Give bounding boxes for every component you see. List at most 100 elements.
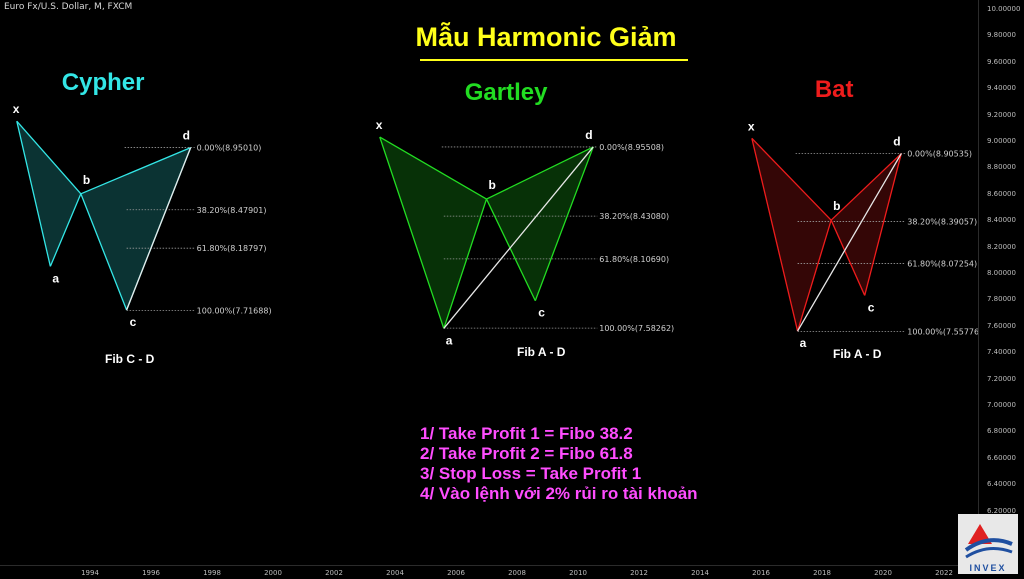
rule-3: 3/ Stop Loss = Take Profit 1	[420, 464, 642, 483]
rule-4: 4/ Vào lệnh với 2% rủi ro tài khoản	[420, 484, 698, 503]
bat-leg-xb	[751, 137, 832, 221]
gartley-point-b: b	[489, 178, 496, 192]
gartley-fib-label: 61.80%(8.10690)	[599, 255, 669, 264]
trading-rules: 1/ Take Profit 1 = Fibo 38.2 2/ Take Pro…	[420, 424, 698, 504]
bat-point-a: a	[800, 336, 807, 350]
cypher-fib-label: 38.20%(8.47901)	[197, 206, 267, 215]
cypher-point-c: c	[130, 315, 137, 329]
fib-note-bat: Fib A - D	[833, 347, 882, 361]
cypher-leg-bd	[80, 147, 191, 195]
time-tick: 1996	[142, 569, 160, 577]
price-tick: 7.60000	[987, 321, 1016, 330]
gartley-leg-bd	[486, 146, 594, 200]
cypher-fib-label: 100.00%(7.71688)	[197, 306, 272, 315]
bat-fib-label: 100.00%(7.55776)	[907, 327, 978, 336]
price-tick: 9.40000	[987, 84, 1016, 93]
gartley-fib-label: 0.00%(8.95508)	[599, 143, 664, 152]
logo-mark-icon	[964, 524, 1013, 559]
time-tick: 2004	[386, 569, 404, 577]
cypher-fib-label: 0.00%(8.95010)	[197, 144, 262, 153]
gartley-leg-xb	[379, 136, 487, 200]
gartley-point-x: x	[376, 118, 383, 132]
gartley-leg-cd	[534, 146, 594, 301]
price-tick: 9.20000	[987, 110, 1016, 119]
gartley-triangle-bcd	[486, 146, 594, 301]
price-tick: 10.00000	[987, 5, 1021, 13]
price-axis[interactable]: 10.00000 9.80000 9.60000 9.40000 9.20000 9.00…	[978, 0, 1024, 565]
bat-point-b: b	[833, 199, 840, 213]
price-tick: 8.40000	[987, 216, 1016, 225]
bat-fib-label: 38.20%(8.39057)	[907, 217, 977, 226]
gartley-triangle-xab	[379, 137, 487, 329]
time-tick: 2016	[752, 569, 770, 577]
time-tick: 2008	[508, 569, 526, 577]
price-tick: 7.00000	[987, 401, 1016, 409]
cypher-point-x: x	[13, 102, 20, 116]
bat-triangle-bcd	[831, 153, 902, 296]
time-tick: 2012	[630, 569, 648, 577]
logo-text: INVEX	[969, 563, 1007, 573]
pattern-name-gartley: Gartley	[464, 79, 548, 106]
bat-fib-label: 61.80%(8.07254)	[907, 259, 977, 268]
time-tick: 2020	[874, 569, 892, 577]
price-tick: 8.80000	[987, 163, 1016, 172]
bat-fib-label: 0.00%(8.90535)	[907, 149, 972, 158]
cypher-triangle-xab	[16, 121, 81, 267]
time-tick: 1994	[81, 569, 99, 577]
price-tick: 6.60000	[987, 453, 1016, 462]
harmonic-charts[interactable]: 0.00%(8.95010) 38.20%(8.47901) 61.80%(8.18…	[0, 0, 978, 565]
gartley-fib-label: 38.20%(8.43080)	[599, 212, 669, 221]
bat-point-d: d	[893, 135, 900, 149]
symbol-label: Euro Fx/U.S. Dollar, M, FXCM	[4, 2, 133, 12]
pattern-name-bat: Bat	[814, 76, 854, 103]
bat-fib-anchor-line	[797, 153, 902, 332]
price-tick: 7.20000	[987, 374, 1016, 383]
pattern-name-cypher: Cypher	[61, 69, 145, 96]
bat-point-c: c	[868, 300, 875, 314]
rule-2: 2/ Take Profit 2 = Fibo 61.8	[420, 444, 633, 463]
time-tick: 2010	[569, 569, 587, 577]
cypher-point-b: b	[83, 173, 90, 187]
cypher-fib-label: 61.80%(8.18797)	[197, 244, 267, 253]
price-tick: 6.20000	[987, 506, 1016, 515]
bat-leg-cd	[864, 153, 902, 296]
invex-logo: INVEX	[958, 514, 1018, 574]
price-tick: 6.80000	[987, 427, 1016, 436]
fib-note-gartley: Fib A - D	[517, 345, 566, 359]
cypher-triangle-bcd	[80, 147, 191, 310]
price-tick: 9.80000	[987, 31, 1016, 40]
price-tick: 8.20000	[987, 242, 1016, 251]
gartley-leg-bc	[485, 198, 536, 302]
gartley-point-d: d	[585, 128, 592, 142]
cypher-leg-bc	[80, 193, 128, 311]
cypher-leg-ab	[49, 193, 82, 267]
price-tick: 9.00000	[987, 137, 1016, 145]
gartley-leg-xa	[379, 136, 445, 329]
time-tick: 2000	[264, 569, 282, 577]
time-tick: 2022	[935, 569, 953, 577]
price-tick: 7.40000	[987, 348, 1016, 357]
price-tick: 8.00000	[987, 269, 1016, 277]
gartley-leg-ab	[443, 198, 488, 329]
price-tick: 8.60000	[987, 189, 1016, 198]
time-tick: 2014	[691, 569, 709, 577]
cypher-point-d: d	[183, 129, 190, 143]
time-tick: 2018	[813, 569, 831, 577]
page-title: Mẫu Harmonic Giảm	[415, 22, 677, 52]
bat-point-x: x	[748, 119, 755, 133]
time-tick: 2002	[325, 569, 343, 577]
time-tick: 1998	[203, 569, 221, 577]
cypher-leg-xb	[16, 120, 82, 195]
cypher-fib-anchor-line	[125, 147, 192, 311]
fib-note-cypher: Fib C - D	[105, 352, 155, 366]
gartley-fib-label: 100.00%(7.58262)	[599, 324, 674, 333]
gartley-point-c: c	[538, 306, 545, 320]
gartley-fib-anchor-line	[443, 146, 594, 329]
time-axis[interactable]: 1994 1996 1998 2000 2002 2004 2006 2008 2010 2012…	[0, 565, 978, 579]
title-underline	[420, 59, 688, 61]
price-tick: 6.40000	[987, 480, 1016, 489]
time-tick: 2006	[447, 569, 465, 577]
bat-leg-xa	[751, 138, 799, 332]
price-tick: 9.60000	[987, 57, 1016, 66]
bat-leg-bc	[830, 219, 866, 296]
